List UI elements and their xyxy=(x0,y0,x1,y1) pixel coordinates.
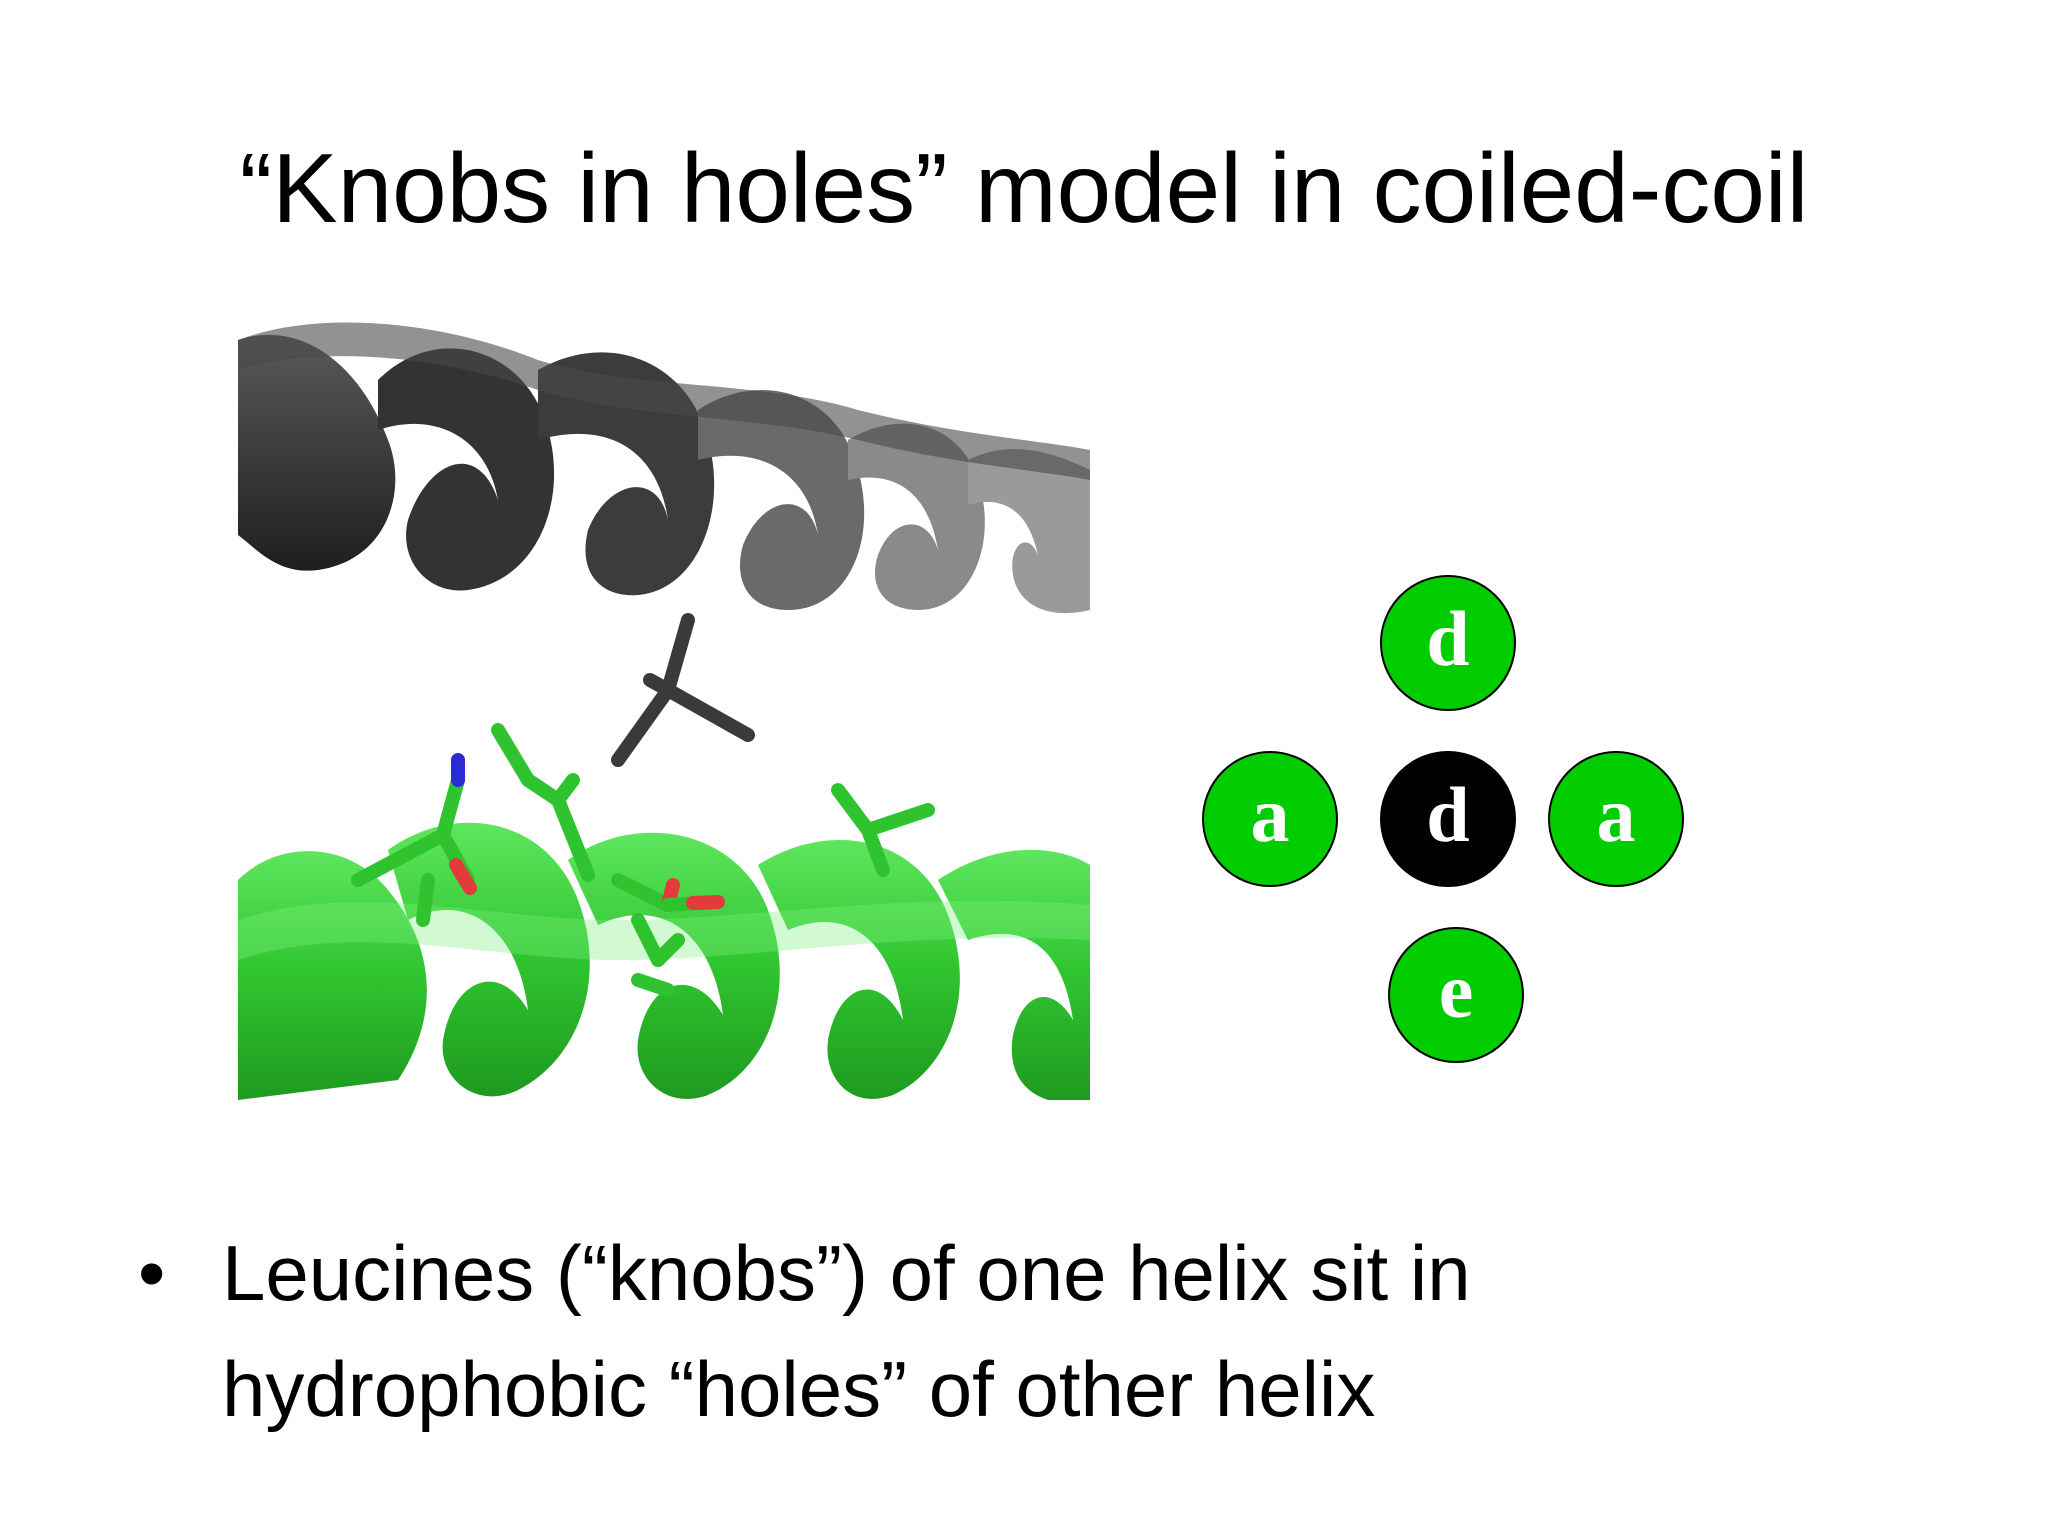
top-helix xyxy=(238,322,1090,614)
bullet-point: • Leucines (“knobs”) of one helix sit in… xyxy=(138,1215,1938,1447)
coiled-coil-illustration xyxy=(238,322,1090,1100)
residue-a-left: a xyxy=(1202,751,1338,887)
bottom-helix xyxy=(238,822,1090,1100)
residue-d-top-label: d xyxy=(1426,595,1470,682)
residue-d-center: d xyxy=(1380,751,1516,887)
coiled-coil-figure xyxy=(238,320,1090,1100)
bullet-glyph: • xyxy=(138,1229,166,1317)
bullet-line-1: Leucines (“knobs”) of one helix sit in xyxy=(222,1229,1471,1317)
slide-title: “Knobs in holes” model in coiled-coil xyxy=(239,133,1809,243)
residue-e-bottom: e xyxy=(1388,927,1524,1063)
heptad-wheel-diagram: d a d a e xyxy=(1190,575,1710,1075)
hole-side-chains xyxy=(351,723,935,997)
residue-a-right-label: a xyxy=(1596,771,1636,858)
bullet-line-2: hydrophobic “holes” of other helix xyxy=(222,1345,1376,1433)
knob-side-chain xyxy=(611,613,755,767)
bullet-text: Leucines (“knobs”) of one helix sit in h… xyxy=(222,1215,1938,1447)
residue-e-bottom-label: e xyxy=(1438,947,1474,1034)
residue-a-right: a xyxy=(1548,751,1684,887)
residue-a-left-label: a xyxy=(1250,771,1290,858)
residue-d-center-label: d xyxy=(1426,771,1470,858)
residue-d-top: d xyxy=(1380,575,1516,711)
